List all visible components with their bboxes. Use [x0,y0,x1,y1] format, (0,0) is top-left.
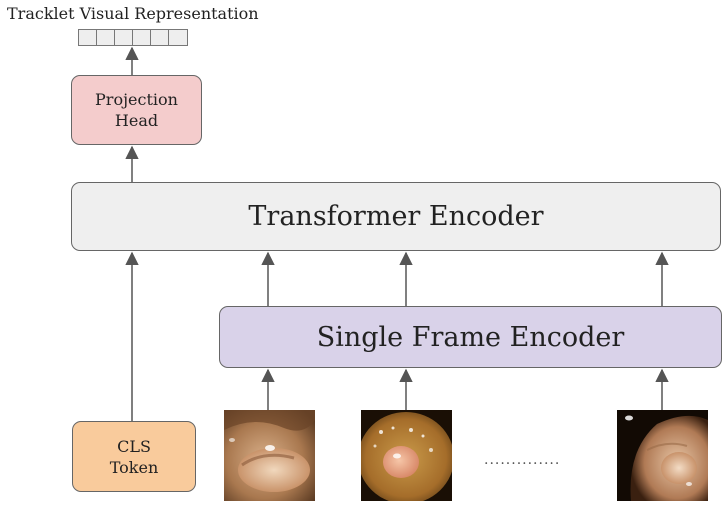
video-frame-3-image [617,410,708,501]
vector-cell [169,30,187,45]
vector-cell [97,30,115,45]
single-frame-encoder-label: Single Frame Encoder [316,321,625,353]
cls-token-line-2: Token [109,457,159,477]
video-frame-1 [224,410,315,501]
video-frame-3 [617,410,708,501]
video-frame-1-image [224,410,315,501]
tracklet-visual-representation-label: Tracklet Visual Representation [7,4,259,23]
projection-head-block: Projection Head [71,75,202,145]
transformer-encoder-block: Transformer Encoder [71,182,721,251]
vector-cell [115,30,133,45]
projection-head-line-2: Head [114,111,159,130]
vector-cell [151,30,169,45]
projection-head-line-1: Projection [95,90,178,109]
cls-token-block: CLS Token [72,421,196,492]
vector-cell [79,30,97,45]
single-frame-encoder-block: Single Frame Encoder [219,306,722,368]
output-embedding-vector [78,29,188,46]
more-frames-ellipsis: .............. [484,452,561,468]
transformer-encoder-label: Transformer Encoder [248,201,544,232]
cls-token-line-1: CLS [117,436,151,456]
vector-cell [133,30,151,45]
video-frame-2-image [361,410,452,501]
video-frame-2 [361,410,452,501]
